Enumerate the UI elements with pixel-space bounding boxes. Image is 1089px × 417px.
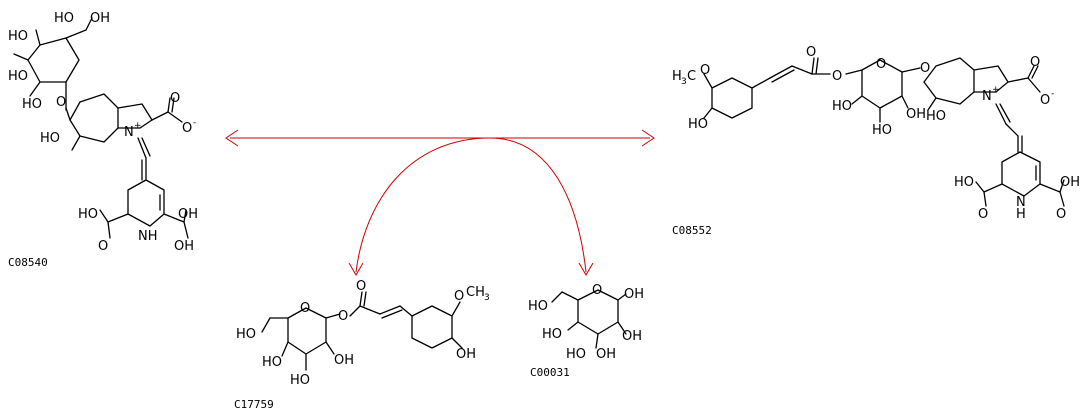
svg-text:H: H <box>1016 207 1026 222</box>
svg-text:HO: HO <box>290 373 310 388</box>
compound-id-label: C08540 <box>8 256 48 269</box>
svg-text:O: O <box>978 207 988 222</box>
svg-text:HO: HO <box>40 131 60 146</box>
svg-text:N: N <box>982 89 992 104</box>
svg-text:O: O <box>170 91 180 106</box>
svg-text:O: O <box>300 301 310 316</box>
svg-text:HO: HO <box>832 99 852 114</box>
svg-text:O: O <box>592 283 602 298</box>
svg-text:OH: OH <box>906 107 926 122</box>
svg-text:O: O <box>700 63 710 78</box>
compound-id-label: C17759 <box>234 398 274 411</box>
svg-text:3: 3 <box>681 77 687 87</box>
svg-text:HO: HO <box>542 327 562 342</box>
svg-text:O: O <box>1040 93 1050 108</box>
compound-c00031[interactable]: HO O OH HO OH HO OH C00031 <box>528 283 644 379</box>
svg-text:O: O <box>1030 55 1040 70</box>
svg-text:CH: CH <box>466 285 485 300</box>
svg-text:O: O <box>98 239 108 254</box>
svg-text:HO: HO <box>688 117 708 132</box>
svg-text:OH: OH <box>1060 175 1080 190</box>
svg-text:NH: NH <box>138 229 158 244</box>
svg-text:OH: OH <box>596 347 616 362</box>
svg-text:HO: HO <box>236 327 256 342</box>
svg-text:HO: HO <box>954 175 974 190</box>
reaction-arrows <box>225 129 655 276</box>
arrowhead-down-right <box>578 262 594 276</box>
svg-text:O: O <box>454 289 464 304</box>
svg-text:O: O <box>182 121 192 136</box>
arrowhead-left <box>225 129 239 147</box>
svg-text:-: - <box>1051 89 1054 99</box>
svg-text:O: O <box>338 309 348 324</box>
svg-text:HO: HO <box>78 207 98 222</box>
svg-text:O: O <box>356 279 366 294</box>
svg-text:HO: HO <box>528 299 548 314</box>
side-arc-left <box>355 137 491 273</box>
svg-text:OH: OH <box>622 329 642 344</box>
svg-text:O: O <box>832 69 842 84</box>
svg-text:3: 3 <box>484 293 490 303</box>
svg-text:HO: HO <box>872 123 892 138</box>
svg-text:HO: HO <box>926 109 946 124</box>
svg-text:HO: HO <box>566 347 586 362</box>
svg-text:+: + <box>134 121 142 131</box>
compound-c08540[interactable]: HO HO OH HO HO O HO N + O O - HO O NH OH… <box>8 11 198 269</box>
svg-text:OH: OH <box>178 207 198 222</box>
svg-text:N: N <box>1016 195 1026 210</box>
svg-text:HO: HO <box>22 97 42 112</box>
compound-c08552[interactable]: H 3 C O HO O O O O HO HO OH HO N + O O -… <box>672 45 1080 237</box>
svg-text:HO: HO <box>54 11 74 26</box>
svg-text:O: O <box>1056 207 1066 222</box>
side-arc-right <box>489 137 587 273</box>
svg-text:HO: HO <box>262 355 282 370</box>
svg-text:O: O <box>806 45 816 60</box>
svg-text:OH: OH <box>90 11 110 26</box>
compound-c17759[interactable]: HO O O O HO HO OH O CH 3 OH C17759 <box>234 279 490 411</box>
svg-text:HO: HO <box>8 69 28 84</box>
svg-text:H: H <box>672 69 682 84</box>
arrowhead-down-left <box>348 262 364 276</box>
svg-text:C: C <box>687 69 696 84</box>
svg-text:OH: OH <box>334 353 354 368</box>
svg-text:OH: OH <box>174 239 194 254</box>
svg-text:-: - <box>193 118 196 128</box>
svg-text:HO: HO <box>8 29 28 44</box>
compound-id-label: C00031 <box>530 366 570 379</box>
svg-text:+: + <box>992 85 1000 95</box>
svg-text:O: O <box>876 57 886 72</box>
svg-text:OH: OH <box>456 347 476 362</box>
svg-text:O: O <box>920 61 930 76</box>
compound-id-label: C08552 <box>672 224 712 237</box>
arrowhead-right <box>641 129 655 147</box>
svg-text:OH: OH <box>624 287 644 302</box>
svg-text:N: N <box>124 125 134 140</box>
svg-text:O: O <box>56 95 66 110</box>
